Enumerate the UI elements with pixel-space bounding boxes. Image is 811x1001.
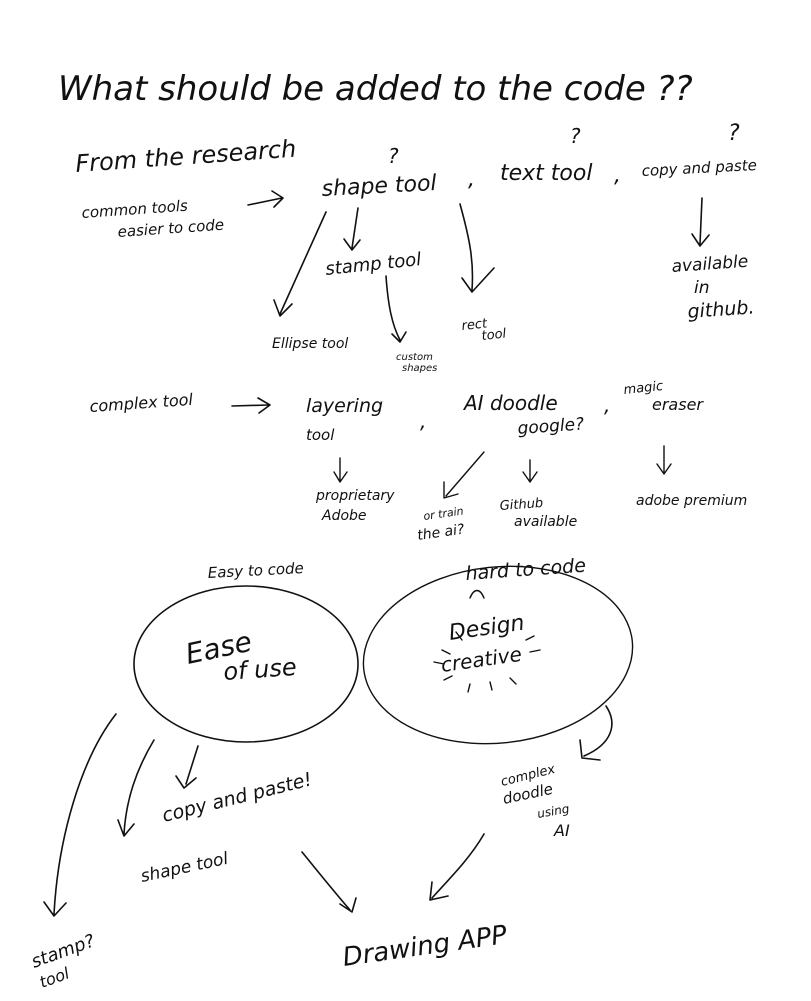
rect-tool-label: tool <box>481 326 507 344</box>
proprietary-label: proprietary <box>315 488 395 504</box>
text-tool-label: text tool <box>500 161 592 186</box>
page-title: What should be added to the code ?? <box>58 69 693 109</box>
design-label: Design <box>447 611 526 646</box>
layering-tool-label: tool <box>306 426 335 444</box>
arrow-google-to-github <box>522 459 538 483</box>
custom-label: custom <box>396 352 433 363</box>
google-label: google? <box>517 414 585 439</box>
text-tool-question: ? <box>570 124 581 148</box>
magic-label: magic <box>623 379 664 398</box>
adobe-label: Adobe <box>321 508 367 524</box>
arrow-design-to-complex <box>579 705 613 761</box>
github-available-label-2: available <box>514 514 577 530</box>
shape-tool-question: ? <box>388 144 399 168</box>
github-available-label-1: Github <box>499 496 543 514</box>
comma-2: , <box>614 163 621 188</box>
ai-doodle-label: AI doodle <box>462 391 558 415</box>
arrow-shape-to-stamp <box>343 207 361 251</box>
of-use-label: of use <box>222 653 297 686</box>
complex-doodle-label-4: AI <box>553 821 570 840</box>
adobe-premium-label: adobe premium <box>636 493 747 509</box>
arrow-common-to-shape <box>247 190 284 208</box>
arrow-stamp-to-custom <box>385 275 407 343</box>
available-label: available <box>671 252 749 277</box>
complex-comma-2: , <box>604 393 610 417</box>
shape-tool-bottom-label: shape tool <box>139 849 230 887</box>
easy-to-code-label: Easy to code <box>207 559 304 582</box>
ellipse-tool-label: Ellipse tool <box>272 336 348 352</box>
creative-label: creative <box>439 642 523 677</box>
github-label: github. <box>687 296 755 323</box>
complex-tool-label: complex tool <box>89 390 194 416</box>
arrow-ai-to-train <box>443 451 485 499</box>
arrow-eraser-to-adobe-premium <box>656 445 672 475</box>
design-creative-circle <box>362 565 634 745</box>
complex-doodle-label-3: using <box>536 801 571 820</box>
drawing-app-label: Drawing APP <box>341 920 509 973</box>
stamp-tool-label: stamp tool <box>324 249 422 280</box>
arrow-ease-to-stamp <box>43 713 117 917</box>
ease-of-use-circle <box>133 585 359 743</box>
sparkle-lines <box>433 631 541 693</box>
in-label: in <box>694 278 710 298</box>
easier-to-code-label: easier to code <box>117 216 225 241</box>
arrow-shape-to-rect <box>459 203 495 293</box>
complex-comma-1: , <box>420 409 426 433</box>
arrow-ease-to-copy <box>175 745 199 789</box>
arrow-ease-to-shape <box>117 739 155 837</box>
hard-to-code-label: hard to code <box>465 555 587 585</box>
or-train-label: or train <box>423 504 465 522</box>
arrow-copy-to-github <box>691 197 710 247</box>
shapes-label: shapes <box>402 363 437 374</box>
arrow-ease-to-app <box>301 851 357 913</box>
arrow-shape-to-ellipse <box>273 211 327 317</box>
research-heading: From the research <box>74 135 297 178</box>
rect-label: rect <box>461 316 489 334</box>
arrow-layering-to-adobe <box>333 457 348 483</box>
the-ai-label: the ai? <box>416 521 466 544</box>
comma-1: , <box>468 167 475 192</box>
arrow-complex-to-app <box>429 833 485 901</box>
layering-label: layering <box>306 395 383 417</box>
hard-bracket <box>469 589 485 599</box>
copy-paste-question: ? <box>728 121 740 146</box>
shape-tool-label: shape tool <box>321 171 437 202</box>
copy-paste-bottom-label: copy and paste! <box>160 768 314 826</box>
copy-paste-label: copy and paste <box>641 156 757 180</box>
eraser-label: eraser <box>652 395 704 414</box>
arrow-complex-to-layering <box>231 397 271 414</box>
